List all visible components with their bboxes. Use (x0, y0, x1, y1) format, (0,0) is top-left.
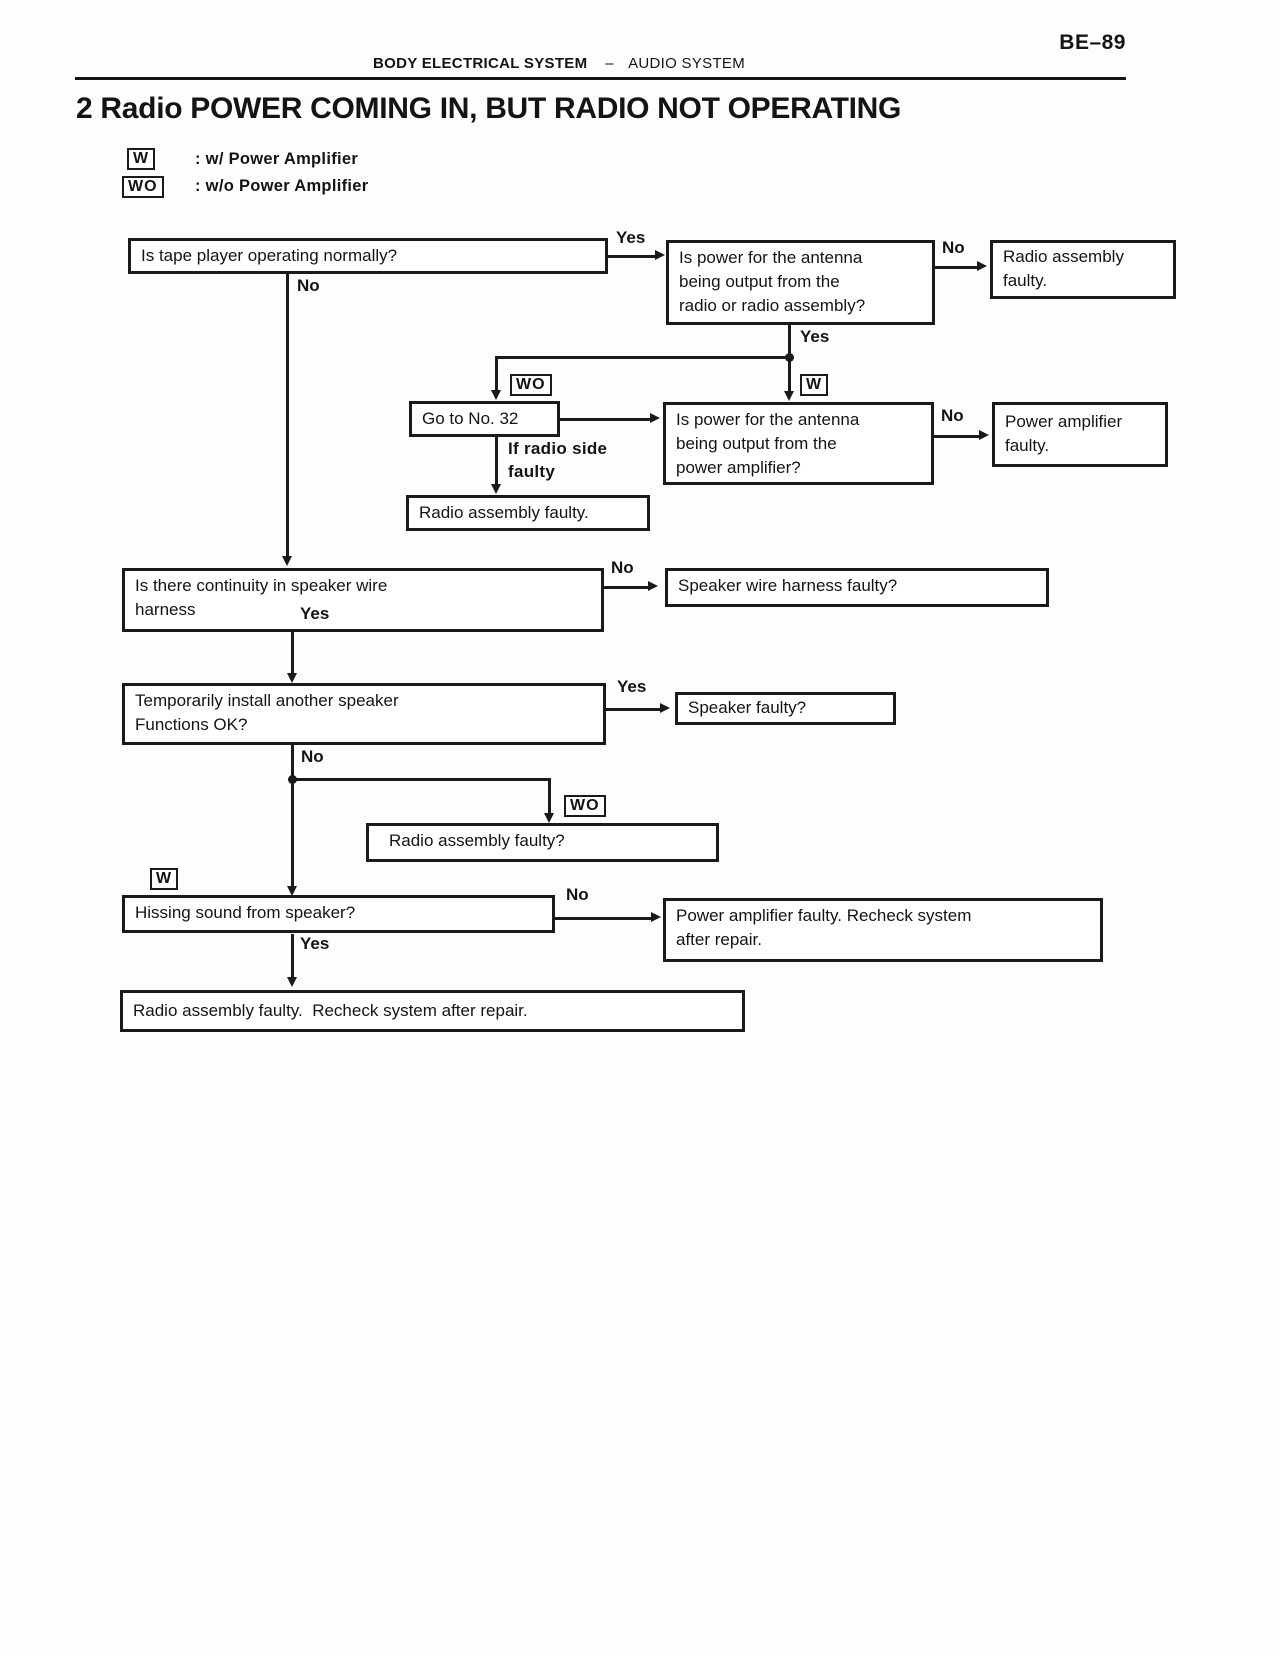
flow-line (548, 778, 551, 816)
flow-line (603, 586, 651, 589)
arrowhead-right (650, 413, 660, 423)
arrowhead-right (655, 250, 665, 260)
legend-without-amplifier-symbol: WO (122, 176, 164, 198)
flow-line (495, 356, 790, 359)
flow-line (291, 934, 294, 980)
legend-with-amplifier-symbol: W (127, 148, 156, 170)
legend-with-amplifier-label: : w/ Power Amplifier (195, 150, 359, 168)
label-yes: Yes (800, 327, 830, 346)
flow-line (291, 745, 294, 890)
arrowhead-down (491, 390, 501, 400)
flow-line (291, 778, 551, 781)
label-yes: Yes (300, 934, 330, 953)
flow-line (788, 356, 791, 393)
arrowhead-right (648, 581, 658, 591)
arrowhead-down (784, 391, 794, 401)
branch-symbol-w: W (150, 868, 179, 890)
flow-line (605, 708, 663, 711)
branch-symbol-wo: WO (510, 374, 552, 396)
flow-line (559, 418, 653, 421)
label-yes: Yes (616, 228, 646, 247)
flow-line (495, 437, 498, 486)
arrowhead-down (544, 813, 554, 823)
node-tape-player: Is tape player operating normally? (128, 238, 608, 274)
label-no: No (941, 406, 964, 425)
arrowhead-right (977, 261, 987, 271)
flow-line (934, 266, 980, 269)
flow-line (286, 273, 289, 562)
breadcrumb-separator: – (605, 55, 615, 72)
flow-line (554, 917, 654, 920)
node-speaker-wire-harness-faulty: Speaker wire harness faulty? (665, 568, 1049, 607)
legend-without-amplifier-label: : w/o Power Amplifier (195, 177, 369, 195)
node-radio-assembly-faulty-2: Radio assembly faulty. (406, 495, 650, 531)
breadcrumb-section: BODY ELECTRICAL SYSTEM (373, 55, 588, 72)
label-yes: Yes (300, 604, 330, 623)
label-yes: Yes (617, 677, 647, 696)
arrowhead-down (287, 673, 297, 683)
flow-line (606, 255, 658, 258)
flow-line (933, 435, 981, 438)
node-radio-assembly-faulty-3: Radio assembly faulty? (366, 823, 719, 862)
flow-line (788, 324, 791, 358)
breadcrumb: BODY ELECTRICAL SYSTEM – AUDIO SYSTEM (373, 55, 745, 72)
arrowhead-down (491, 484, 501, 494)
node-goto-32: Go to No. 32 (409, 401, 560, 437)
label-no: No (942, 238, 965, 257)
branch-symbol-w: W (800, 374, 829, 396)
node-hissing-sound: Hissing sound from speaker? (122, 895, 555, 933)
page-code: BE–89 (1059, 31, 1126, 54)
arrowhead-down (287, 886, 297, 896)
label-no: No (297, 276, 320, 295)
arrowhead-right (660, 703, 670, 713)
flow-line (291, 632, 294, 676)
breadcrumb-subsection: AUDIO SYSTEM (628, 55, 746, 72)
label-no: No (301, 747, 324, 766)
arrowhead-down (287, 977, 297, 987)
flow-line (495, 356, 498, 392)
node-radio-assembly-faulty-recheck: Radio assembly faulty. Recheck system af… (120, 990, 745, 1032)
arrowhead-down (282, 556, 292, 566)
label-no: No (566, 885, 589, 904)
arrowhead-right (651, 912, 661, 922)
branch-symbol-wo: WO (564, 795, 606, 817)
arrowhead-right (979, 430, 989, 440)
header-rule (75, 77, 1126, 80)
label-no: No (611, 558, 634, 577)
page-title: 2 Radio POWER COMING IN, BUT RADIO NOT O… (76, 92, 902, 125)
node-speaker-faulty: Speaker faulty? (675, 692, 896, 725)
